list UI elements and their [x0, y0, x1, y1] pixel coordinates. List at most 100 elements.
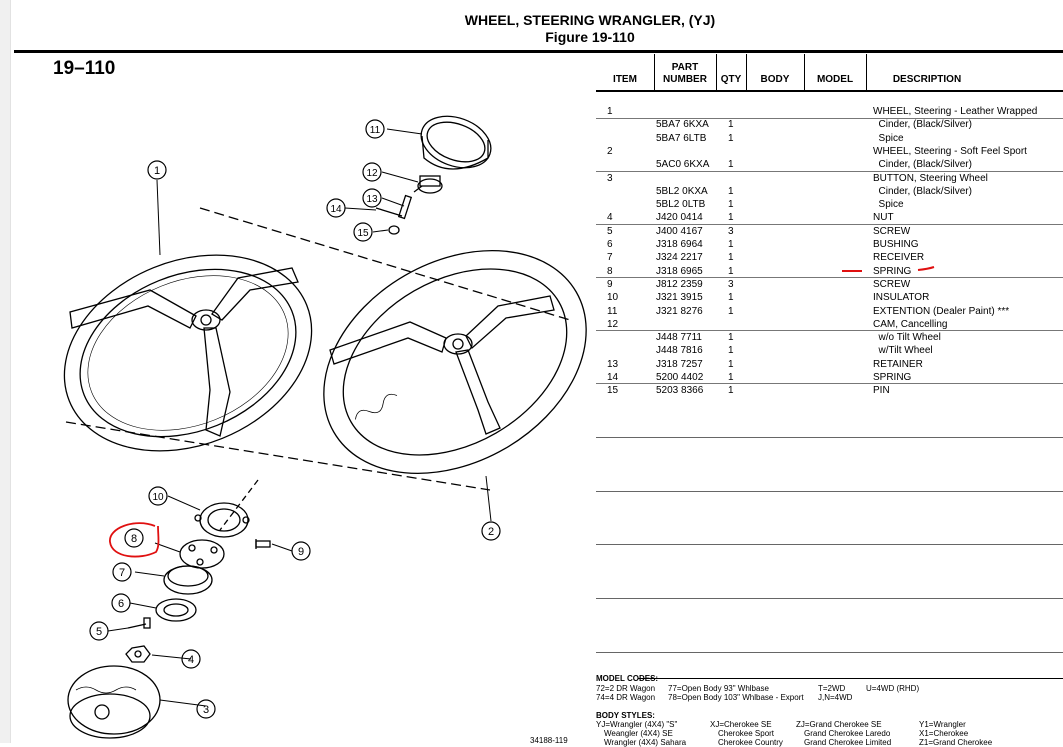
row-part-number: 5BA7 6KXA: [656, 119, 709, 131]
callout-circle: [89, 621, 109, 641]
row-item: 4: [607, 212, 613, 224]
row-description: Spice: [873, 199, 904, 211]
title-rule: [14, 50, 1063, 53]
group-separator: [596, 277, 1063, 278]
row-item: 11: [607, 305, 618, 317]
body-styles-label: BODY STYLES:: [596, 711, 655, 720]
blank-line: [596, 437, 1063, 438]
part-11-extension: [420, 115, 492, 170]
header-qty: QTY: [720, 74, 742, 85]
group-separator: [596, 330, 1063, 331]
callout-circle: [353, 222, 373, 242]
callout-circle: [124, 528, 144, 548]
part-14-spring: [397, 194, 413, 220]
callout-circle: [147, 160, 167, 180]
row-description: INSULATOR: [873, 292, 930, 304]
blank-line: [596, 652, 1063, 653]
row-qty: 1: [728, 119, 734, 131]
blank-line: [596, 544, 1063, 545]
callout-3: 3: [203, 704, 209, 716]
callout-8: 8: [131, 533, 137, 545]
row-item: 14: [607, 372, 619, 383]
row-qty: 1: [728, 345, 734, 357]
row-item: 3: [607, 172, 613, 184]
header-description: DESCRIPTION: [892, 74, 962, 85]
row-qty: 3: [728, 225, 734, 237]
row-part-number: 5AC0 6KXA: [656, 159, 710, 171]
table-row: 1 WHEEL, Steering - Leather Wrapped: [596, 105, 1063, 118]
row-item: 15: [607, 385, 619, 397]
callout-circle: [362, 162, 382, 182]
row-description: RETAINER: [873, 358, 923, 370]
callout-labels: 1 2 3 4 5 6 7 8 9 10 11 12 13 14 15: [96, 125, 494, 716]
header-item: ITEM: [613, 74, 637, 85]
model-code: 78=Open Body 103" Whlbase - Export: [668, 693, 804, 702]
group-separator: [596, 118, 1063, 119]
row-description: SCREW: [873, 278, 911, 290]
row-qty: 1: [728, 305, 734, 317]
row-item: 12: [607, 318, 619, 330]
row-item: 9: [607, 278, 613, 290]
row-description: PIN: [873, 385, 890, 397]
row-description: BUSHING: [873, 239, 919, 250]
row-qty: 1: [728, 385, 734, 397]
row-item: 7: [607, 252, 613, 264]
callout-9: 9: [298, 546, 304, 558]
row-part-number: 5200 4402: [656, 372, 704, 383]
callout-4: 4: [188, 654, 194, 666]
row-qty: 1: [728, 132, 734, 144]
model-code: 72=2 DR Wagon: [596, 684, 656, 693]
callout-10: 10: [152, 492, 164, 503]
body-style: Grand Cherokee Laredo: [804, 729, 891, 738]
wheel-2-spokes: [329, 295, 555, 435]
header-divider: [746, 54, 747, 90]
callout-circle: [196, 699, 216, 719]
row-description: CAM, Cancelling: [873, 318, 948, 330]
row-qty: 1: [728, 239, 734, 250]
row-part-number: J448 7816: [656, 345, 703, 357]
row-qty: 1: [728, 292, 734, 304]
row-description: EXTENTION (Dealer Paint) ***: [873, 305, 1010, 317]
group-separator: [596, 383, 1063, 384]
red-annotation-circle: [109, 522, 160, 558]
model-codes-label: MODEL CODES:: [596, 674, 659, 683]
body-style: X1=Cherokee: [919, 729, 969, 738]
body-style: ZJ=Grand Cherokee SE: [796, 720, 882, 729]
wheel-1-spokes: [69, 267, 299, 437]
row-description: SPRING: [873, 265, 912, 277]
red-annotation-marks: [842, 266, 935, 272]
row-description: WHEEL, Steering - Soft Feel Sport: [873, 145, 1027, 157]
row-description: WHEEL, Steering - Leather Wrapped: [873, 106, 1038, 117]
model-code: 77=Open Body 93" Whlbase: [668, 684, 769, 693]
part-6-bushing: [155, 598, 197, 622]
row-description: BUTTON, Steering Wheel: [873, 172, 988, 184]
row-part-number: J448 7711: [656, 332, 702, 344]
row-qty: 3: [728, 278, 734, 290]
row-description: NUT: [873, 212, 894, 224]
row-item: 5: [607, 225, 613, 237]
row-item: 1: [607, 106, 613, 117]
wheel-1: [63, 254, 313, 452]
row-description: w/o Tilt Wheel: [873, 332, 941, 344]
row-qty: 1: [728, 159, 734, 171]
centerline: [219, 479, 259, 531]
row-part-number: J318 6964: [656, 239, 703, 250]
row-part-number: J321 3915: [656, 292, 703, 304]
part-7-receiver: [163, 565, 213, 595]
part-9-screw: [255, 539, 271, 549]
callout-5: 5: [96, 626, 102, 638]
row-description: w/Tilt Wheel: [873, 345, 933, 357]
row-item: 13: [607, 358, 619, 370]
row-description: SPRING: [873, 372, 912, 383]
header-part-number: PART NUMBER: [663, 62, 707, 85]
page-edge: [0, 0, 11, 743]
header-divider: [804, 54, 805, 90]
